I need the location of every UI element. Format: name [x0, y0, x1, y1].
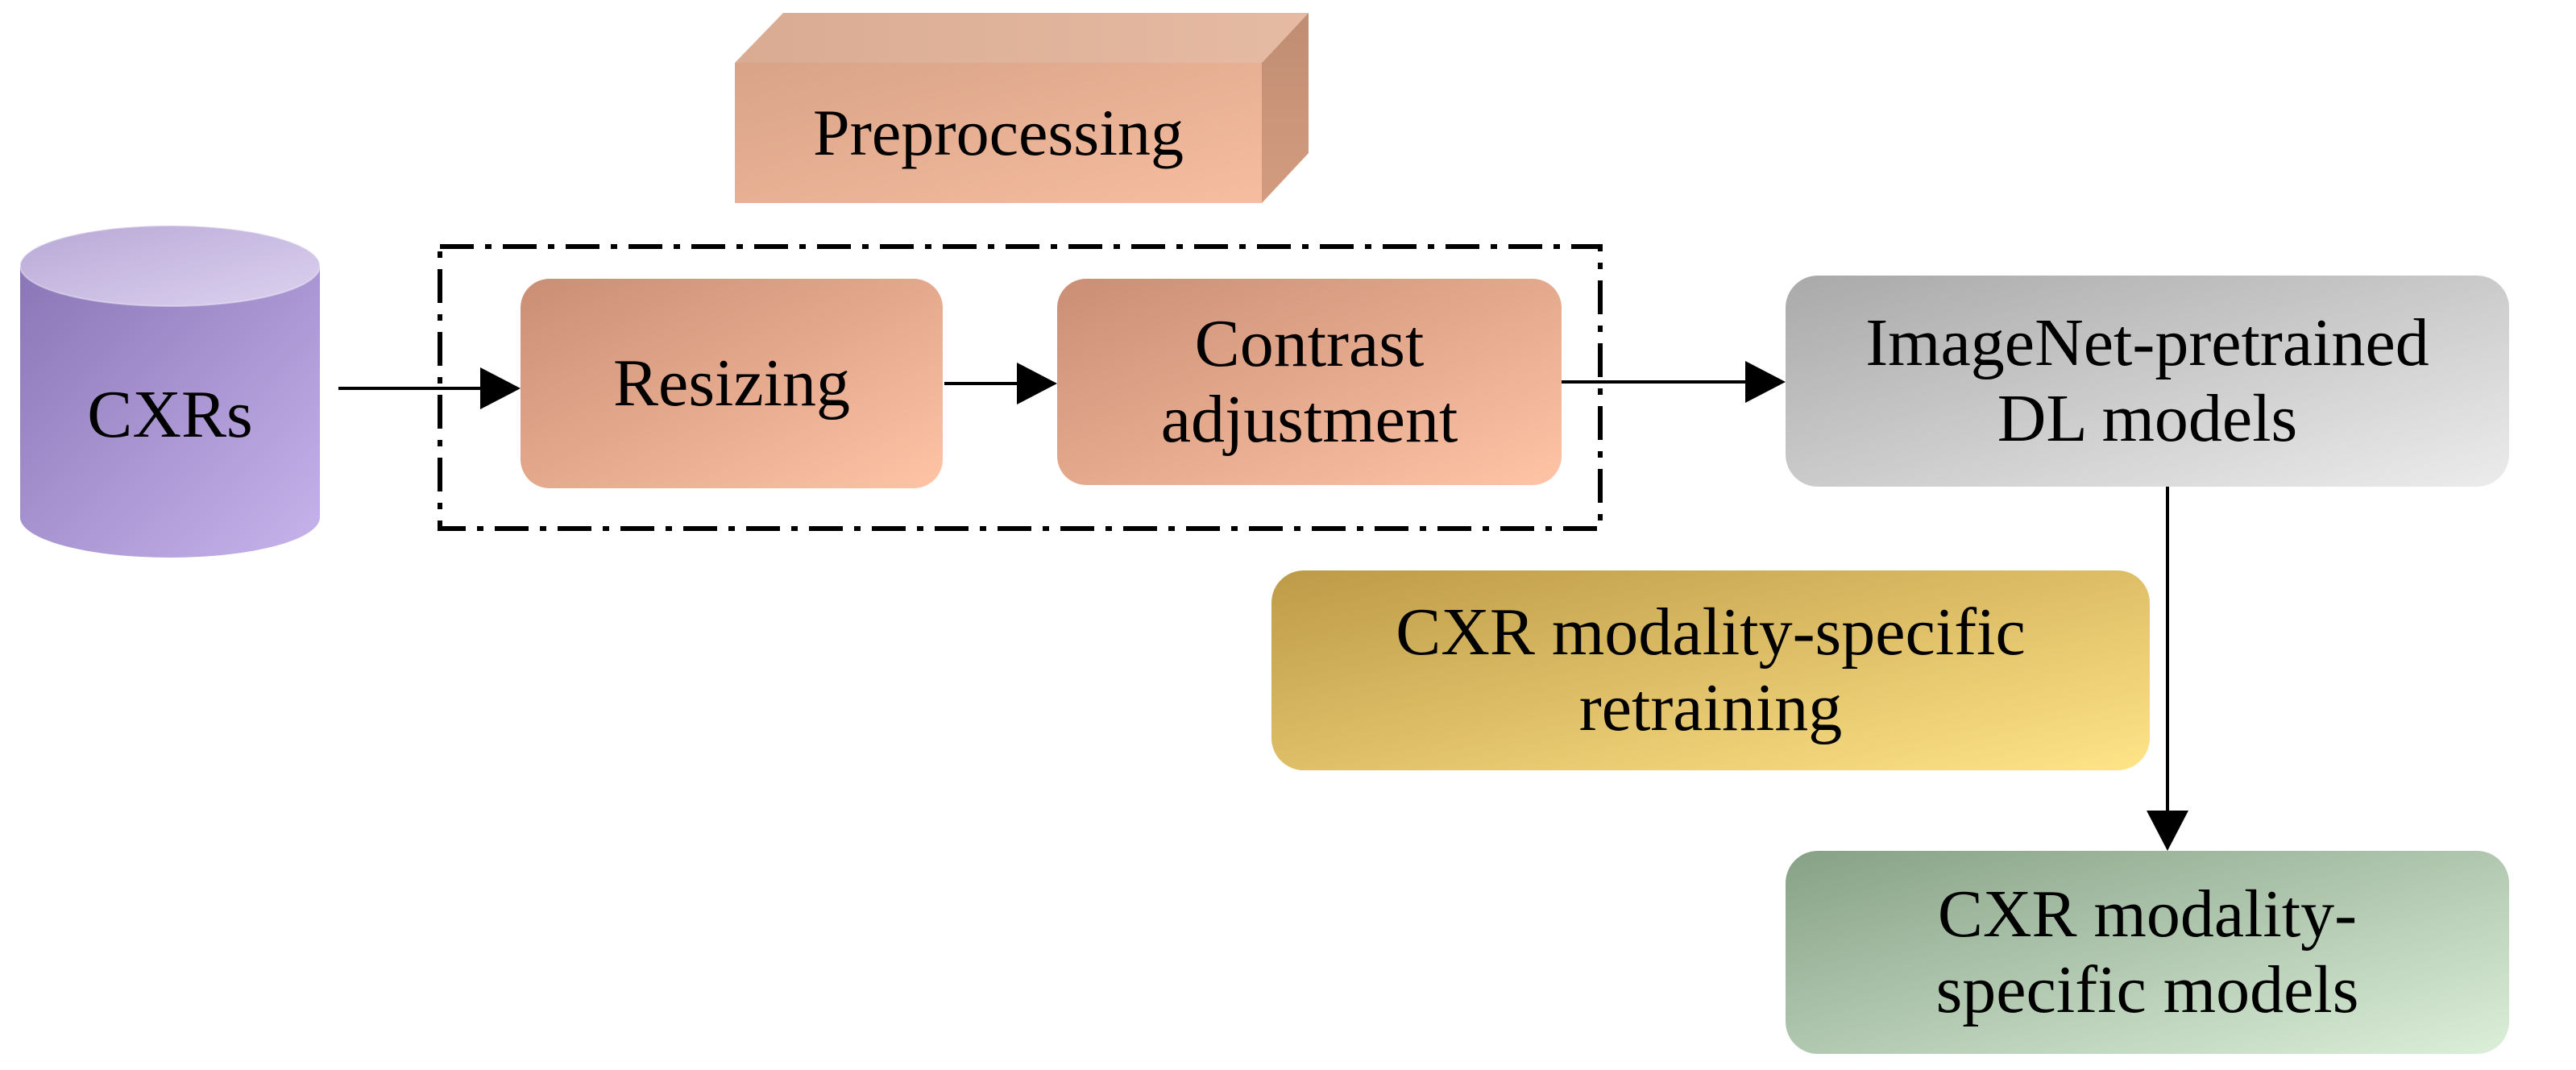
- specific-models-label-line1: CXR modality-: [1937, 876, 2358, 952]
- imagenet-label-line2: DL models: [1997, 381, 2298, 456]
- cxrs-label-text: CXRs: [87, 376, 253, 452]
- retraining-label-line1: CXR modality-specific: [1396, 594, 2026, 670]
- contrast-label-line2: adjustment: [1160, 382, 1458, 457]
- retraining-label-line2: retraining: [1578, 670, 1843, 745]
- arrowhead-cxrs-to-resizing: [480, 367, 521, 409]
- preprocessing-block: [735, 13, 1309, 203]
- contrast-box: [1057, 279, 1562, 485]
- arrowhead-contrast-to-imagenet: [1745, 361, 1786, 403]
- arrowhead-imagenet-to-models: [2147, 811, 2188, 851]
- resizing-label-text: Resizing: [613, 345, 850, 421]
- resizing-box: [521, 279, 943, 488]
- arrowhead-resizing-to-contrast: [1017, 363, 1057, 404]
- cxrs-cylinder: [19, 225, 321, 558]
- contrast-label: Contrast adjustment: [1057, 279, 1562, 485]
- imagenet-label-line1: ImageNet-pretrained: [1865, 305, 2429, 380]
- resizing-label: Resizing: [521, 279, 943, 488]
- preprocessing-label-text: Preprocessing: [812, 96, 1184, 170]
- imagenet-label: ImageNet-pretrained DL models: [1786, 276, 2509, 487]
- preprocessing-group-border: [438, 244, 1603, 531]
- specific-models-label: CXR modality- specific models: [1786, 851, 2509, 1054]
- specific-models-box: [1786, 851, 2509, 1054]
- retraining-box: [1271, 570, 2150, 770]
- imagenet-box: [1786, 276, 2509, 487]
- retraining-label: CXR modality-specific retraining: [1271, 570, 2150, 770]
- cxrs-label: CXRs: [20, 306, 320, 524]
- preprocessing-label: Preprocessing: [735, 63, 1262, 203]
- contrast-label-line1: Contrast: [1194, 305, 1425, 381]
- specific-models-label-line2: specific models: [1935, 952, 2359, 1027]
